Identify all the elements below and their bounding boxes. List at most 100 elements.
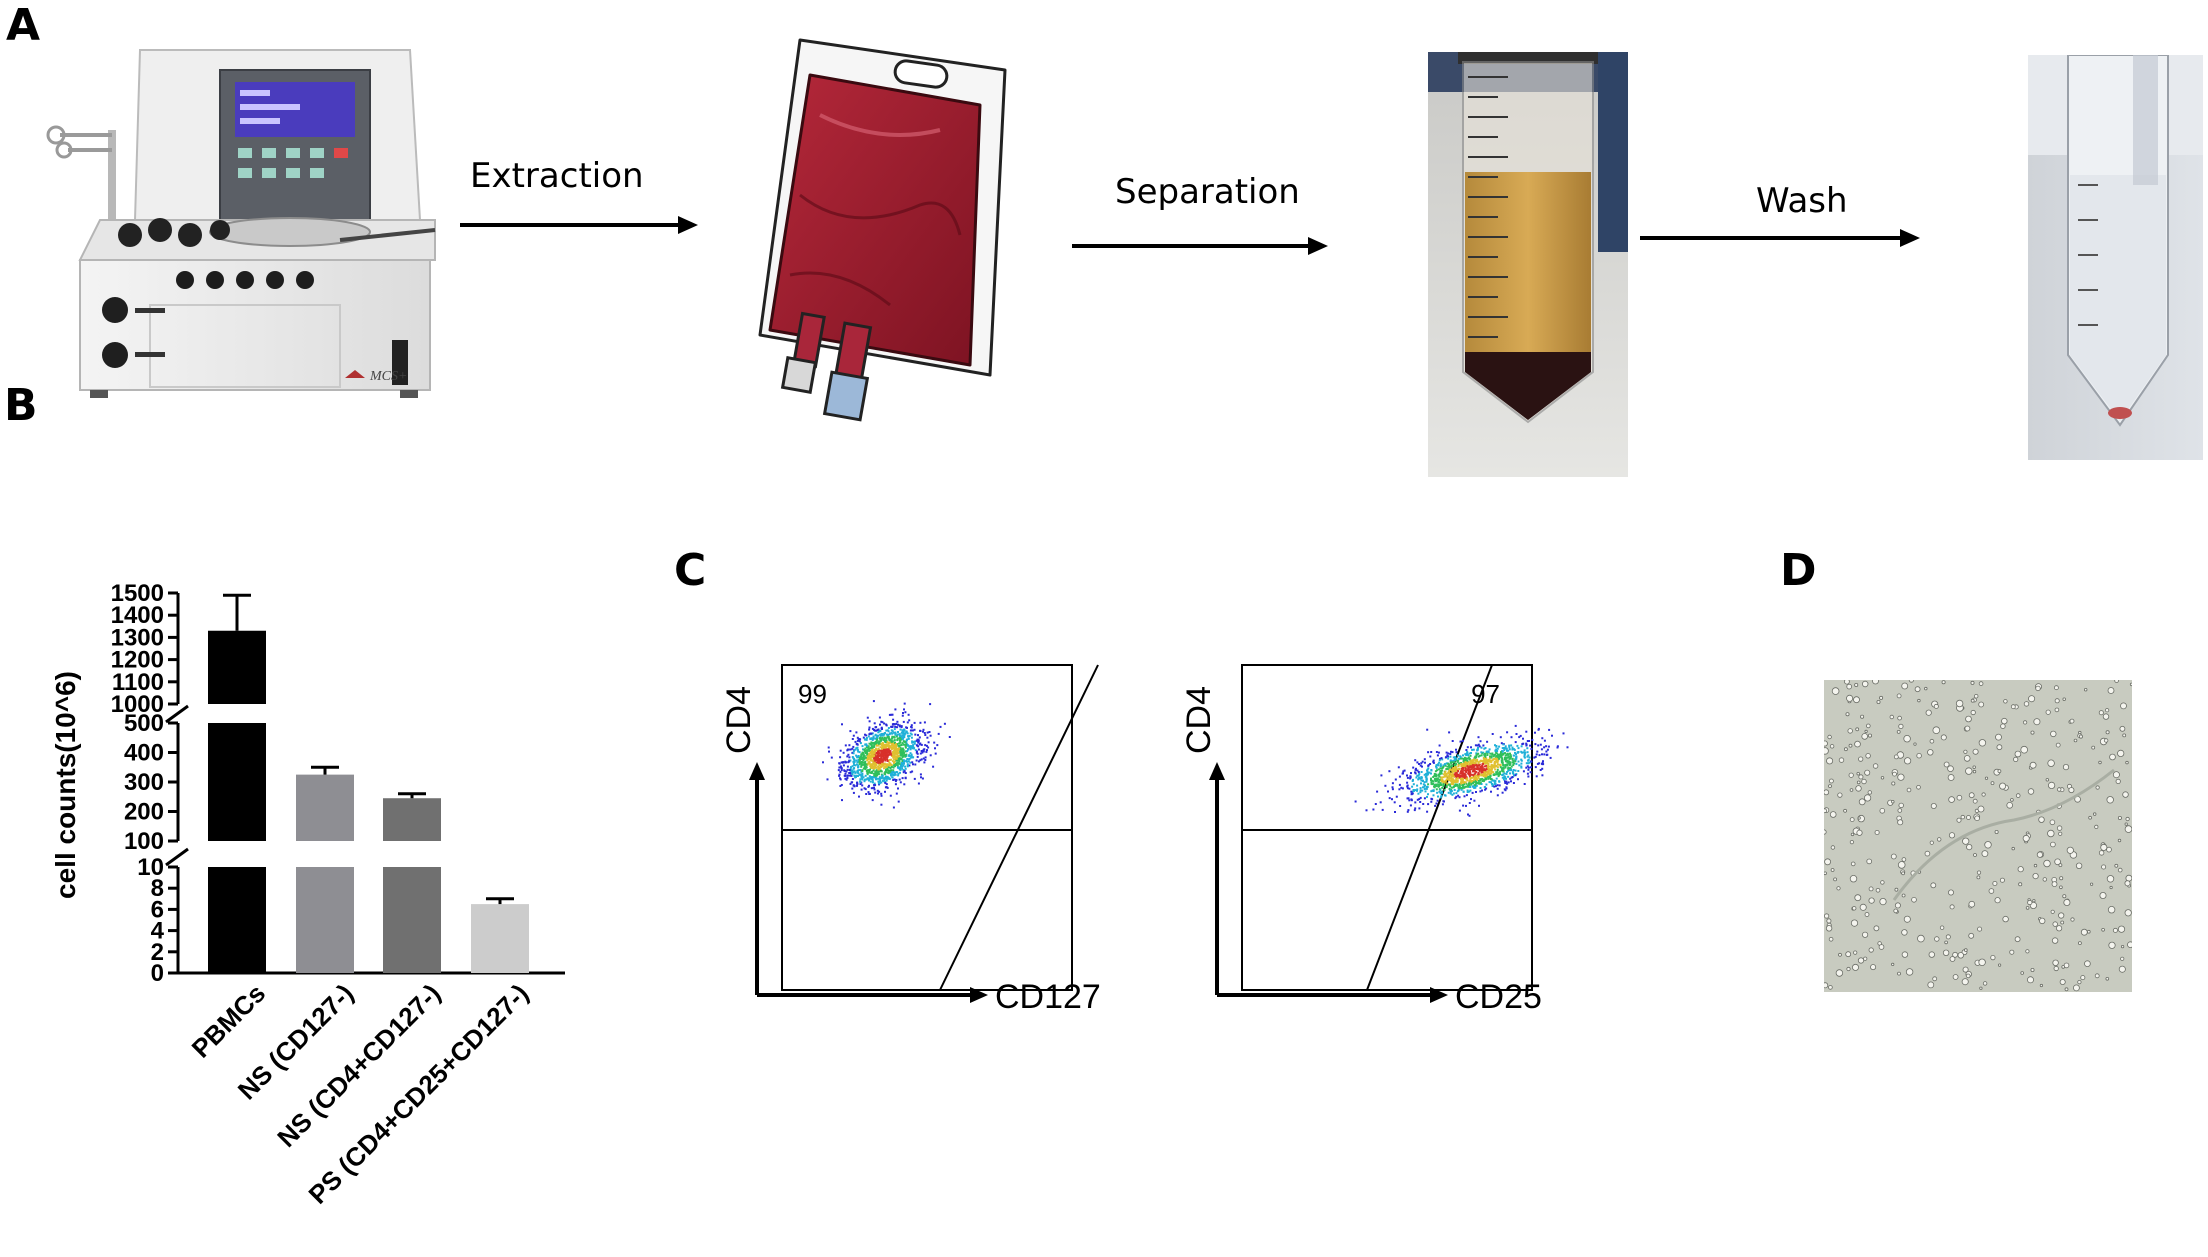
event-dot — [917, 740, 920, 742]
event-dot — [1485, 759, 1488, 762]
event-dot — [1506, 771, 1509, 773]
event-dot — [1507, 767, 1510, 770]
event-dot — [1449, 779, 1452, 782]
event-dot — [1457, 775, 1460, 778]
event-dot — [1470, 783, 1473, 786]
event-dot — [1495, 765, 1498, 768]
event-dot — [875, 773, 878, 776]
cell — [2063, 898, 2071, 906]
event-dot — [1501, 762, 1504, 765]
event-dot — [1454, 784, 1457, 786]
event-dot — [862, 767, 865, 770]
event-dot — [1474, 784, 1476, 787]
event-dot — [871, 752, 874, 755]
event-dot — [891, 740, 894, 743]
event-dot — [1539, 743, 1542, 746]
event-dot — [869, 759, 872, 762]
event-dot — [1483, 769, 1486, 771]
event-dot — [904, 765, 907, 768]
cell — [1843, 808, 1848, 813]
event-dot — [1469, 777, 1472, 780]
event-dot — [892, 735, 895, 738]
event-dot — [871, 739, 874, 741]
event-dot — [928, 731, 931, 733]
event-dot — [1456, 779, 1459, 782]
event-dot — [906, 765, 909, 768]
step-label-extraction: Extraction — [470, 156, 644, 196]
cell — [1970, 680, 1975, 685]
event-dot — [1462, 790, 1465, 793]
cell — [1940, 734, 1947, 741]
event-dot — [1476, 775, 1479, 778]
event-dot — [881, 761, 884, 764]
event-dot — [1504, 780, 1506, 783]
event-dot — [866, 777, 869, 780]
event-dot — [891, 735, 894, 738]
event-dot — [1483, 753, 1486, 756]
event-dot — [875, 770, 877, 773]
event-dot — [896, 766, 899, 769]
cell — [1982, 981, 1988, 986]
event-dot — [1514, 751, 1516, 754]
event-dot — [1372, 808, 1375, 811]
event-dot — [1523, 756, 1526, 759]
cell — [1974, 815, 1980, 822]
event-dot — [1387, 790, 1389, 793]
event-dot — [1476, 779, 1478, 781]
event-dot — [846, 768, 849, 771]
event-dot — [904, 755, 907, 758]
event-dot — [858, 763, 861, 766]
event-dot — [1456, 790, 1459, 793]
event-dot — [1437, 795, 1439, 798]
event-dot — [897, 749, 900, 752]
cell — [1964, 948, 1968, 952]
event-dot — [1487, 772, 1489, 775]
event-dot — [1398, 783, 1401, 786]
event-dot — [1477, 764, 1480, 767]
event-dot — [919, 729, 921, 732]
event-dot — [1456, 784, 1459, 787]
event-dot — [916, 755, 919, 758]
event-dot — [911, 770, 914, 773]
event-dot — [905, 743, 908, 746]
event-dot — [1525, 742, 1528, 745]
y-axis-arrowhead — [749, 762, 765, 780]
event-dot — [899, 748, 902, 751]
event-dot — [867, 771, 870, 774]
event-dot — [881, 753, 884, 756]
event-dot — [1494, 761, 1497, 764]
event-dot — [870, 741, 873, 744]
event-dot — [856, 771, 859, 774]
event-dot — [872, 759, 875, 762]
cell — [1870, 964, 1877, 971]
event-dot — [1510, 755, 1512, 758]
event-dot — [852, 734, 855, 737]
event-dot — [1445, 786, 1448, 789]
event-dot — [902, 752, 905, 755]
cell — [2002, 915, 2009, 923]
event-dot — [1469, 764, 1472, 767]
event-dot — [884, 732, 886, 734]
event-dot — [893, 778, 896, 781]
event-dot — [874, 726, 877, 729]
event-dot — [884, 782, 887, 784]
event-dot — [937, 732, 940, 735]
cell — [1936, 837, 1942, 842]
panel-b-bar-chart: 0246810100200300400500100011001200130014… — [50, 580, 565, 1210]
event-dot — [1473, 773, 1476, 776]
event-dot — [865, 756, 867, 759]
event-dot — [1509, 757, 1512, 760]
event-dot — [1436, 754, 1439, 757]
event-dot — [1496, 784, 1499, 787]
cell — [1990, 781, 1995, 785]
event-dot — [900, 725, 903, 728]
event-dot — [864, 749, 867, 752]
event-dot — [856, 736, 859, 739]
event-dot — [1556, 746, 1559, 749]
cell — [1824, 871, 1827, 876]
cell — [2073, 738, 2078, 743]
event-dot — [868, 779, 870, 782]
event-dot — [1493, 754, 1496, 757]
event-dot — [1437, 763, 1440, 766]
